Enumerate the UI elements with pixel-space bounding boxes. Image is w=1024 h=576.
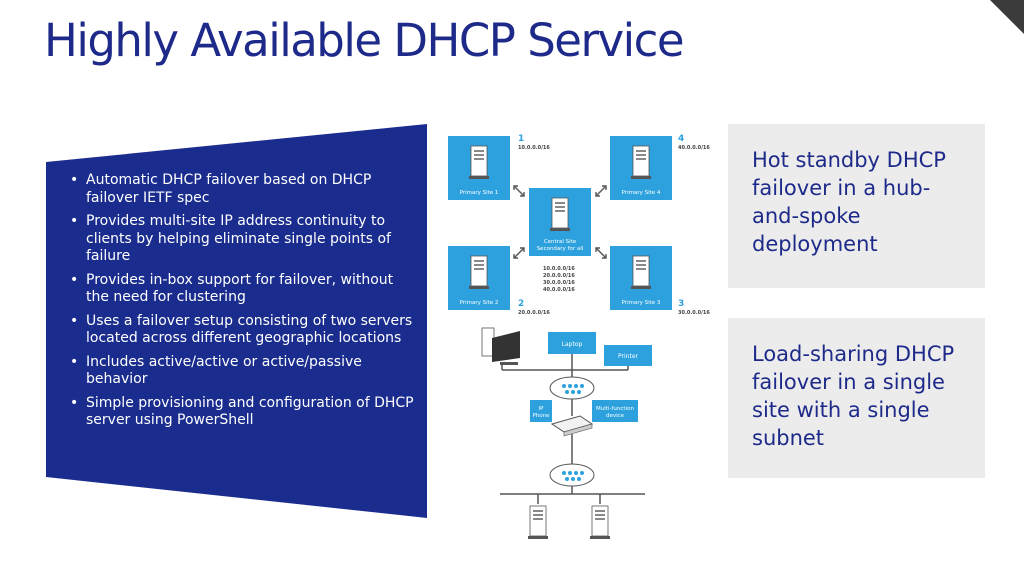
svg-text:Secondary for all: Secondary for all <box>537 246 584 252</box>
bullet-item: Uses a failover setup consisting of two … <box>70 313 418 348</box>
site-number: 4 <box>678 134 684 144</box>
replication-arrows-icon <box>513 185 607 259</box>
site-subnet: 10.0.0.0/16 <box>518 145 550 151</box>
site-subnet: 20.0.0.0/16 <box>518 310 550 316</box>
svg-text:30.0.0.0/16: 30.0.0.0/16 <box>543 280 575 286</box>
callout-text: Load-sharing DHCP failover in a single s… <box>752 342 955 450</box>
bullet-item: Includes active/active or active/passive… <box>70 354 418 389</box>
desktop-computer-icon <box>481 327 520 365</box>
single-site-diagram: Laptop Printer IP Phone Multi-function d… <box>481 327 652 540</box>
svg-text:device: device <box>606 413 625 419</box>
svg-text:Central Site: Central Site <box>544 239 577 245</box>
network-diagrams: Primary Site 1 1 10.0.0.0/16 Primary Sit… <box>448 134 710 540</box>
cloud-icon <box>549 376 595 400</box>
corner-triangle <box>990 0 1024 34</box>
central-site-tile: Central Site Secondary for all <box>529 188 591 256</box>
hub-spoke-diagram: Primary Site 1 1 10.0.0.0/16 Primary Sit… <box>448 134 710 316</box>
site-tile-4: Primary Site 4 4 40.0.0.0/16 <box>610 134 710 200</box>
svg-text:20.0.0.0/16: 20.0.0.0/16 <box>543 273 575 279</box>
site-number: 2 <box>518 299 524 309</box>
server-icon <box>589 505 611 540</box>
bullet-item: Automatic DHCP failover based on DHCP fa… <box>70 172 418 207</box>
ip-phone-tile: IP Phone <box>530 400 552 422</box>
site-label: Primary Site 1 <box>460 190 499 196</box>
printer-tile: Printer <box>604 345 652 366</box>
site-subnet: 40.0.0.0/16 <box>678 145 710 151</box>
callout-load-sharing: Load-sharing DHCP failover in a single s… <box>728 318 985 478</box>
site-label: Primary Site 3 <box>622 300 661 306</box>
svg-text:IP: IP <box>539 406 545 412</box>
callout-text: Hot standby DHCP failover in a hub-and-s… <box>752 148 946 256</box>
svg-text:40.0.0.0/16: 40.0.0.0/16 <box>543 287 575 293</box>
bullet-item: Provides multi-site IP address continuit… <box>70 213 418 266</box>
site-number: 1 <box>518 134 524 144</box>
site-tile-2: Primary Site 2 2 20.0.0.0/16 <box>448 246 550 316</box>
bullet-item: Simple provisioning and configuration of… <box>70 395 418 430</box>
svg-text:Laptop: Laptop <box>562 341 583 348</box>
site-tile-3: Primary Site 3 3 30.0.0.0/16 <box>610 246 710 316</box>
bullet-list: Automatic DHCP failover based on DHCP fa… <box>70 172 418 436</box>
site-number: 3 <box>678 299 684 309</box>
site-tile-1: Primary Site 1 1 10.0.0.0/16 <box>448 134 550 200</box>
svg-text:Multi-function: Multi-function <box>596 406 634 412</box>
site-subnet: 30.0.0.0/16 <box>678 310 710 316</box>
site-label: Primary Site 2 <box>460 300 499 306</box>
svg-text:Phone: Phone <box>532 413 550 419</box>
server-icon <box>527 505 549 540</box>
svg-text:Printer: Printer <box>618 353 638 360</box>
svg-text:10.0.0.0/16: 10.0.0.0/16 <box>543 266 575 272</box>
slide-title: Highly Available DHCP Service <box>44 14 685 67</box>
switch-icon <box>550 415 594 437</box>
laptop-tile: Laptop <box>548 332 596 354</box>
central-subnet-list: 10.0.0.0/16 20.0.0.0/16 30.0.0.0/16 40.0… <box>543 266 575 293</box>
site-label: Primary Site 4 <box>622 190 661 196</box>
callout-hot-standby: Hot standby DHCP failover in a hub-and-s… <box>728 124 985 288</box>
cloud-icon <box>549 463 595 487</box>
bullet-item: Provides in-box support for failover, wi… <box>70 272 418 307</box>
multifunction-device-tile: Multi-function device <box>592 400 638 422</box>
